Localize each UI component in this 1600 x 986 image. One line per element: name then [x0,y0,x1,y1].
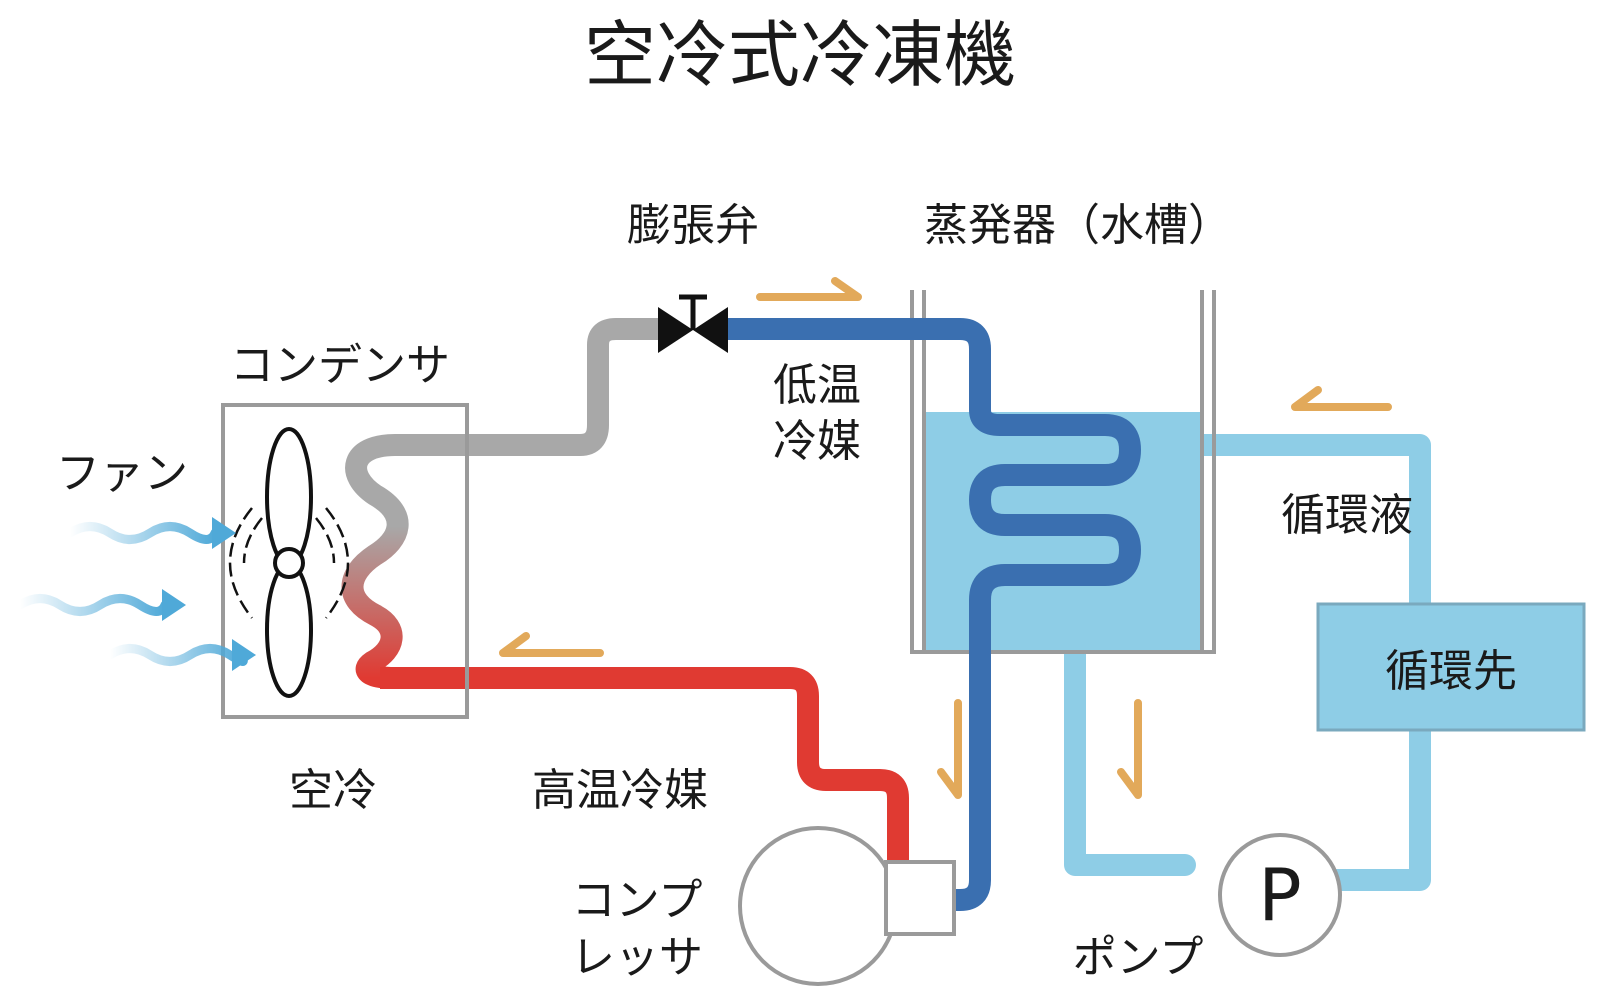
flow-arrow-right [756,277,862,301]
flow-direction-arrows [499,277,1392,799]
high-temp-refrigerant-label: 高温冷媒 [532,765,708,816]
low-temp-refrigerant-label-line2: 冷媒 [773,416,861,467]
airflow-arrows [15,522,248,666]
flow-arrow-left-hot [499,632,604,657]
airflow-arrowheads [162,517,256,671]
circulating-fluid-label: 循環液 [1281,490,1413,541]
expansion-valve [658,294,728,353]
low-temperature-refrigerant-pipe [718,318,1141,911]
high-temperature-refrigerant-pipe [380,667,909,862]
diagram-title: 空冷式冷凍機 [584,13,1016,97]
flow-arrow-left-circulating [1291,386,1392,411]
pump: P [1218,833,1342,957]
evaporator-label: 蒸発器（水槽） [924,200,1232,251]
compressor [738,826,956,986]
condenser-coil [341,434,409,689]
compressor-label-line2: レッサ [571,932,703,983]
pump-label: ポンプ [1073,932,1204,983]
fan-label: ファン [56,448,188,499]
circulation-destination: 循環先 [1316,602,1586,732]
flow-arrow-down-refrigerant [937,699,962,799]
condenser-label: コンデンサ [230,340,450,391]
flow-arrow-down-circulating [1117,699,1142,799]
expansion-valve-label: 膨張弁 [627,200,759,251]
condenser-box [221,403,469,719]
refrigerant-pipe-condensed [395,318,668,456]
fan-icon [228,427,350,698]
destination-label: 循環先 [1385,646,1517,697]
pump-symbol: P [1258,853,1301,937]
compressor-label-line1: コンプ [572,875,703,926]
low-temp-refrigerant-label-line1: 低温 [773,360,861,411]
air-cooled-label: 空冷 [289,765,377,816]
